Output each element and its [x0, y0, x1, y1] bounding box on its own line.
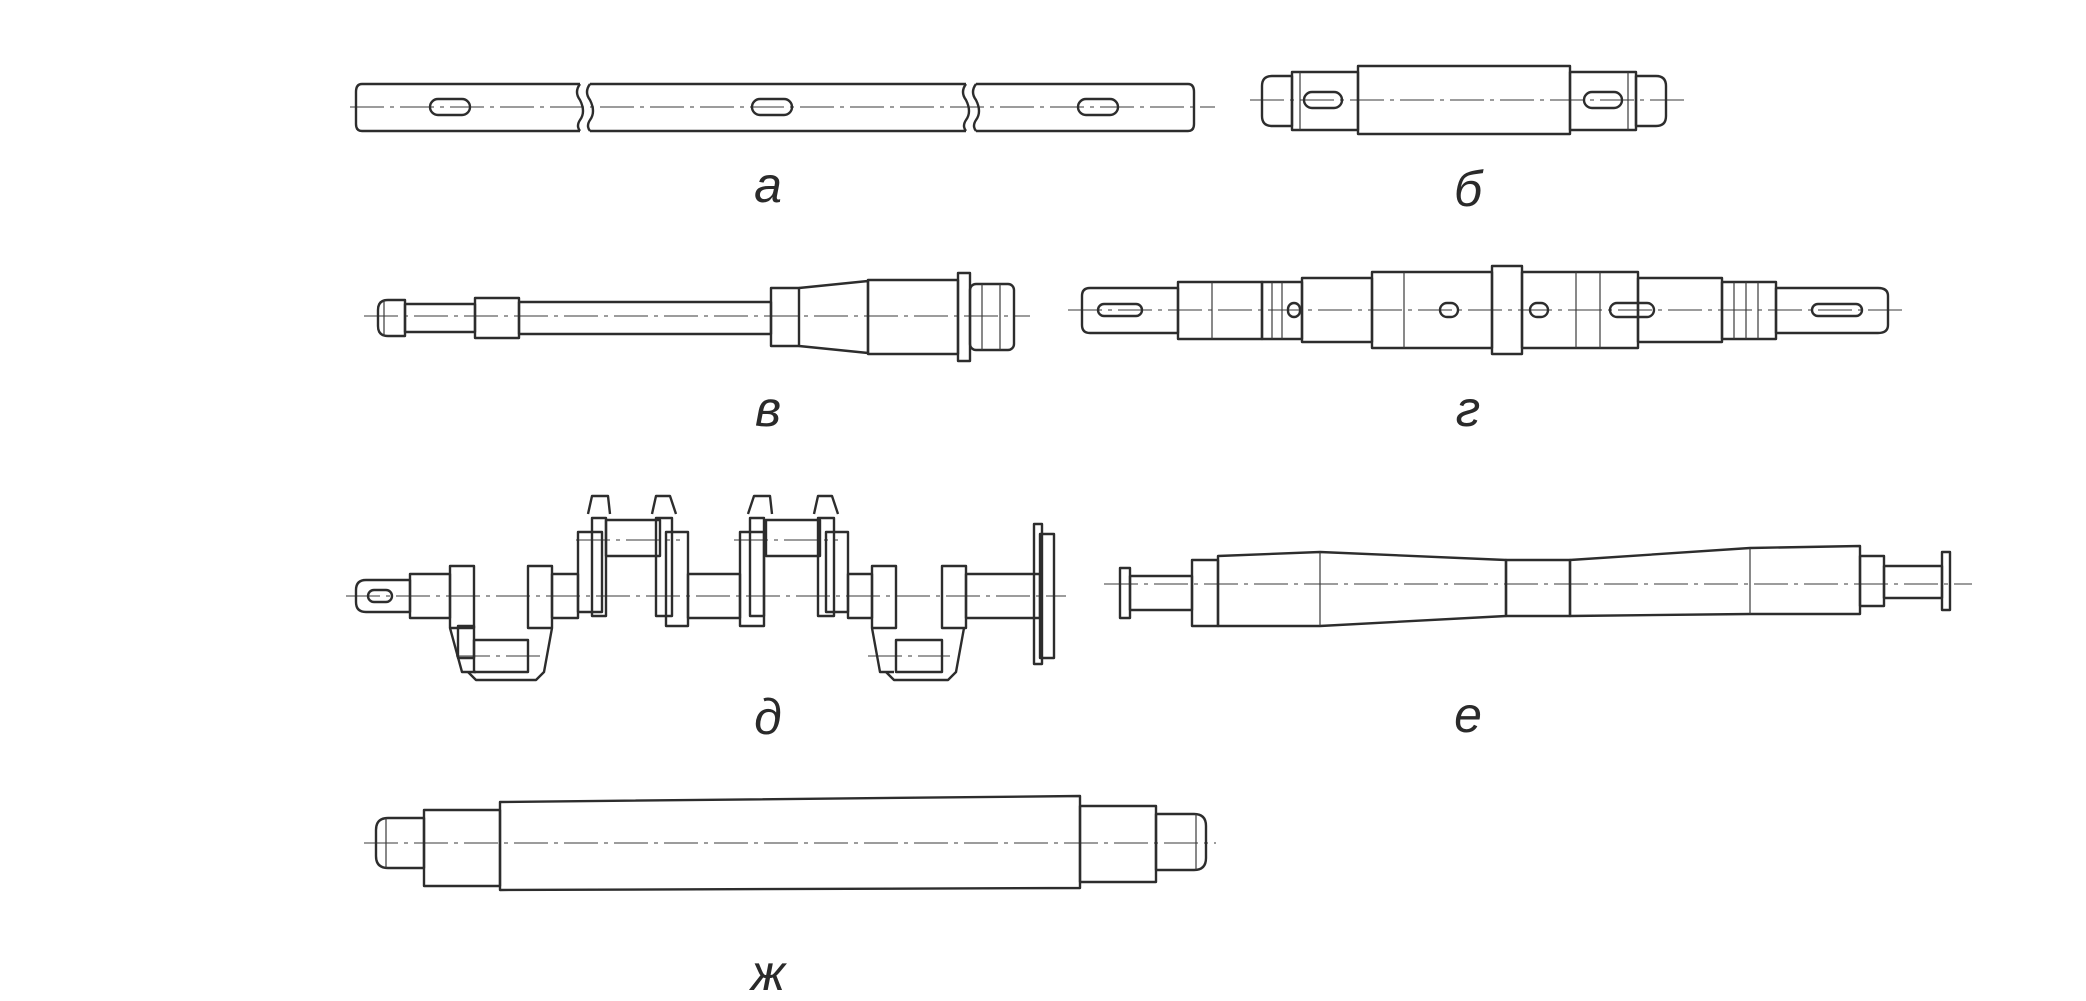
- shaft-zh: [364, 794, 1216, 892]
- shaft-b: [1250, 64, 1685, 136]
- shaft-d: [346, 494, 1066, 682]
- label-d: д: [754, 689, 782, 745]
- label-zh: ж: [750, 945, 786, 1001]
- label-v: в: [754, 381, 782, 437]
- label-g: г: [1455, 381, 1481, 437]
- label-b: б: [1453, 161, 1483, 217]
- label-a: а: [754, 157, 782, 213]
- label-e: е: [1454, 687, 1482, 743]
- shaft-e: [1104, 544, 1972, 628]
- shaft-a: [350, 82, 1215, 133]
- shaft-g: [1068, 264, 1905, 356]
- shaft-v: [364, 271, 1030, 363]
